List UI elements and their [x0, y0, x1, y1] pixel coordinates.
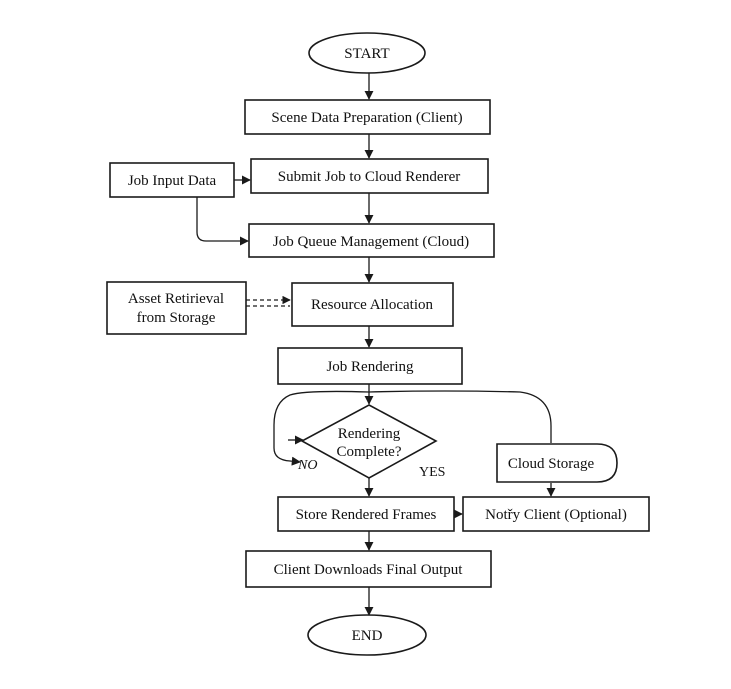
- edge-render-to-cloud-storage: [368, 390, 552, 443]
- resource-alloc-box: [291, 282, 454, 327]
- edge-job-input-to-queue: [196, 197, 249, 246]
- store-frames-label: Store Rendered Frames: [296, 507, 437, 523]
- end-terminal: [307, 614, 427, 656]
- yes-label: YES: [419, 465, 445, 480]
- start-terminal: [308, 32, 426, 74]
- asset-retrieval-label-line2: from Storage: [137, 310, 216, 326]
- edge-decision-no-loop: [273, 390, 370, 466]
- asset-retrieval-label-line1: Asset Retirieval: [128, 291, 224, 307]
- scene-prep-box: [244, 99, 491, 135]
- start-label: START: [344, 46, 389, 62]
- decision-diamond: [300, 404, 438, 479]
- connectors: [196, 72, 556, 616]
- decision-label-line2: Complete?: [337, 444, 402, 460]
- no-label: NO: [297, 458, 317, 473]
- submit-job-box: [250, 158, 489, 194]
- scene-prep-label: Scene Data Preparation (Client): [271, 110, 462, 126]
- queue-mgmt-label: Job Queue Management (Cloud): [273, 234, 469, 250]
- submit-job-label: Submit Job to Cloud Renderer: [278, 169, 461, 185]
- end-label: END: [352, 628, 383, 644]
- cloud-storage-label: Cloud Storage: [508, 456, 595, 472]
- asset-retrieval-box: [106, 281, 247, 335]
- job-render-label: Job Rendering: [326, 359, 414, 375]
- notify-client-label: Notřy Client (Optional): [485, 507, 627, 523]
- job-input-box: [109, 162, 235, 198]
- job-input-label: Job Input Data: [128, 173, 217, 189]
- job-render-box: [277, 347, 463, 385]
- client-downloads-label: Client Downloads Final Output: [274, 562, 464, 578]
- notify-client-box: [462, 496, 650, 532]
- cloud-storage-box: [496, 443, 618, 483]
- resource-alloc-label: Resource Allocation: [311, 297, 434, 313]
- decision-label-line1: Rendering: [338, 426, 401, 442]
- store-frames-box: [277, 496, 455, 532]
- queue-mgmt-box: [248, 223, 495, 258]
- client-downloads-box: [245, 550, 492, 588]
